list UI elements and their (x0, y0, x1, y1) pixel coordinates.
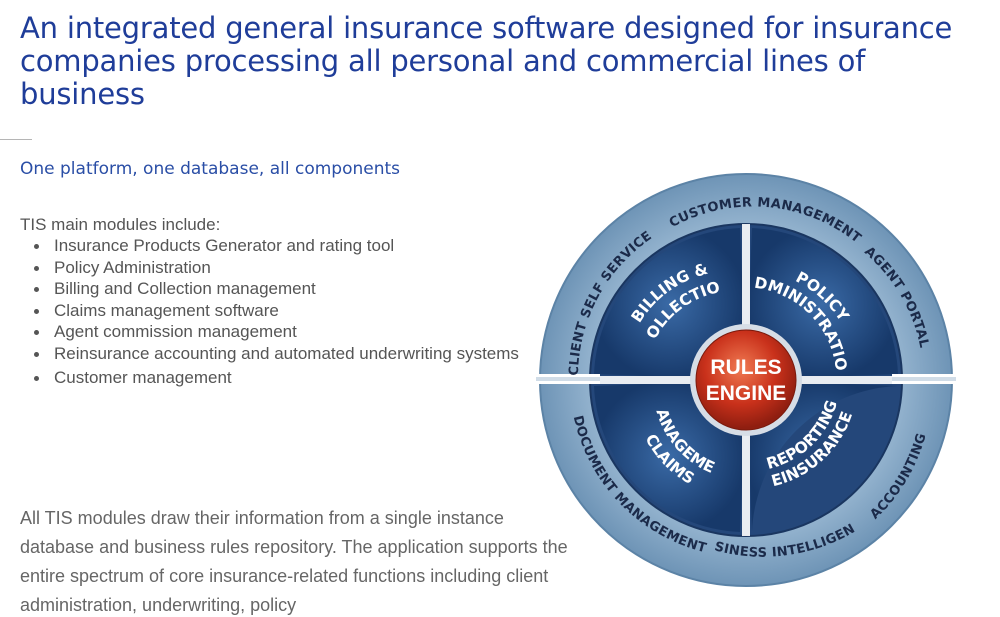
title-divider (0, 139, 32, 140)
core-label-line1: RULES (710, 356, 781, 379)
page-title: An integrated general insurance software… (20, 11, 953, 111)
platform-description: All TIS modules draw their information f… (20, 508, 568, 615)
list-item: Reinsurance accounting and automated und… (34, 343, 519, 363)
list-item: Insurance Products Generator and rating … (34, 235, 520, 257)
modules-diagram: CLIENT SELF SERVICE CUSTOMER MANAGEMENT … (536, 170, 956, 590)
core-circle (695, 329, 797, 431)
list-item: Agent commission management (34, 321, 520, 343)
ring-gap-left-line (536, 377, 600, 381)
list-item: Customer management (34, 367, 520, 389)
list-item: Claims management software (34, 300, 520, 322)
core-label-line2: ENGINE (706, 382, 787, 405)
modules-list: Insurance Products Generator and rating … (20, 235, 520, 389)
list-item: Policy Administration (34, 257, 520, 279)
modules-diagram-graphic: CLIENT SELF SERVICE CUSTOMER MANAGEMENT … (536, 170, 956, 587)
platform-tagline: One platform, one database, all componen… (20, 159, 401, 179)
modules-heading: TIS main modules include: (20, 215, 221, 234)
ring-gap-right-line (892, 377, 956, 381)
list-item: Billing and Collection management (34, 278, 520, 300)
